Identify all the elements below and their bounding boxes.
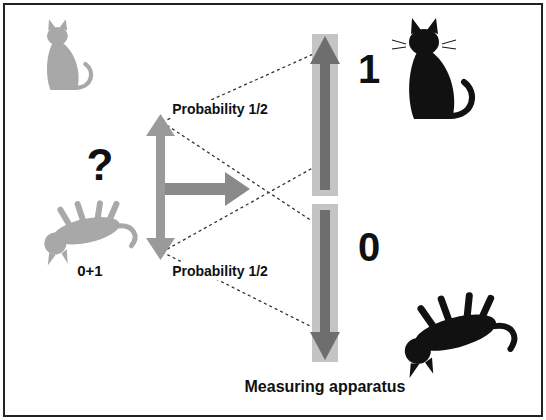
cat-alive-grey — [47, 19, 91, 90]
measuring-apparatus — [310, 34, 340, 362]
probability-label: Probability 1/2 — [172, 100, 268, 118]
outcome-number: 1 — [352, 46, 386, 92]
state-label: 0+1 — [60, 262, 120, 279]
question-mark: ? — [80, 140, 120, 191]
probability-lines — [162, 52, 318, 330]
cat-alive-black — [392, 18, 472, 119]
probability-label: Probability 1/2 — [172, 262, 268, 280]
cat-dead-black — [392, 283, 518, 380]
cat-dead-grey — [37, 194, 138, 268]
measurement-arrow — [165, 172, 250, 206]
outcome-number: 0 — [352, 224, 386, 270]
frame — [4, 4, 542, 416]
apparatus-label: Measuring apparatus — [220, 378, 430, 396]
